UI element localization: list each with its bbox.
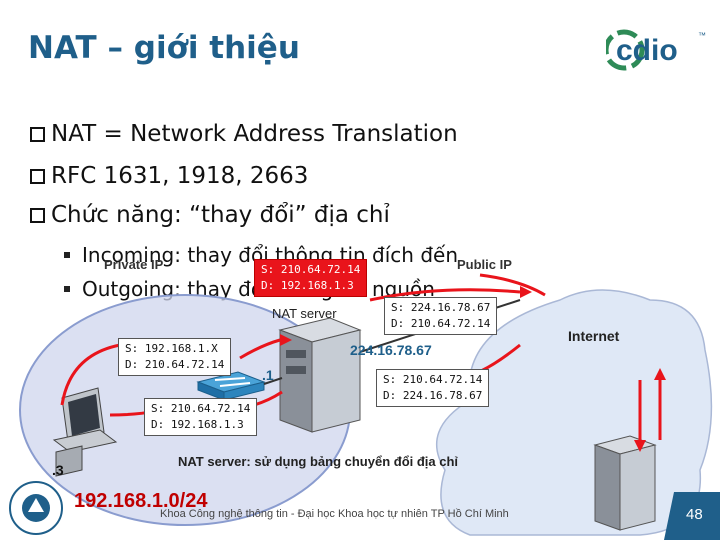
arrowhead-icon (280, 334, 292, 346)
arrowhead-icon (520, 286, 532, 298)
bullet-nat-definition: NAT = Network Address Translation (30, 121, 458, 147)
checkbox-bullet-icon (30, 127, 45, 142)
checkbox-bullet-icon (30, 208, 45, 223)
internet-server-icon (593, 435, 657, 531)
packet-src: S: 224.16.78.67 (391, 301, 491, 314)
footer-text: Khoa Công nghệ thông tin - Đại học Khoa … (160, 508, 509, 520)
packet-dst: D: 210.64.72.14 (391, 317, 491, 330)
bullet-function: Chức năng: “thay đổi” địa chỉ (30, 202, 390, 228)
packet-src: S: 210.64.72.14 (151, 402, 251, 415)
switch-icon (196, 371, 266, 401)
arrowhead-icon (654, 368, 666, 380)
nat-caption: NAT server: sử dụng bảng chuyển đổi địa … (178, 454, 459, 469)
flow-arrow-public-ip (479, 273, 546, 297)
packet-dst: D: 210.64.72.14 (125, 358, 225, 371)
packet-src: S: 192.168.1.X (125, 342, 218, 355)
svg-text:cdio: cdio (616, 34, 678, 67)
internet-label: Internet (568, 328, 620, 344)
page-number: 48 (686, 506, 703, 523)
svg-text:™: ™ (698, 31, 706, 40)
packet-box-incoming-translated: S: 210.64.72.14 D: 192.168.1.3 (254, 259, 368, 297)
packet-box-outgoing-original: S: 192.168.1.X D: 210.64.72.14 (118, 338, 232, 376)
checkbox-bullet-icon (30, 169, 45, 184)
packet-src: S: 210.64.72.14 (261, 263, 361, 276)
packet-dst: D: 224.16.78.67 (383, 389, 483, 402)
client-pc-icon (52, 387, 118, 477)
packet-dst: D: 192.168.1.3 (261, 279, 354, 292)
flow-arrow-to-nat (239, 338, 281, 360)
packet-box-outgoing-translated: S: 224.16.78.67 D: 210.64.72.14 (384, 297, 498, 335)
flow-arrow-client-up (60, 343, 121, 406)
packet-dst: D: 192.168.1.3 (151, 418, 244, 431)
slide-title: NAT – giới thiệu (28, 30, 300, 66)
page-number-badge (664, 492, 720, 540)
square-bullet-icon (64, 286, 70, 292)
packet-box-delivered: S: 210.64.72.14 D: 192.168.1.3 (144, 398, 258, 436)
private-ip-label: Private IP (104, 257, 164, 272)
nat-outer-ip: 224.16.78.67 (350, 342, 432, 358)
network-address-label: 192.168.1.0/24 (74, 490, 208, 512)
client-suffix: .3 (52, 462, 64, 478)
flow-arrow-out-internet (369, 288, 521, 302)
bullet-rfc: RFC 1631, 1918, 2663 (30, 163, 308, 189)
cdio-logo: cdio ™ (606, 29, 706, 71)
nat-server-label: NAT server (272, 306, 337, 321)
packet-src: S: 210.64.72.14 (383, 373, 483, 386)
nat-server-icon (278, 317, 362, 433)
square-bullet-icon (64, 252, 70, 258)
public-ip-label: Public IP (457, 257, 512, 272)
arrowhead-icon (634, 440, 646, 452)
packet-box-incoming-original: S: 210.64.72.14 D: 224.16.78.67 (376, 369, 490, 407)
nat-inner-suffix: .1 (262, 367, 274, 383)
university-seal-logo (9, 481, 63, 535)
